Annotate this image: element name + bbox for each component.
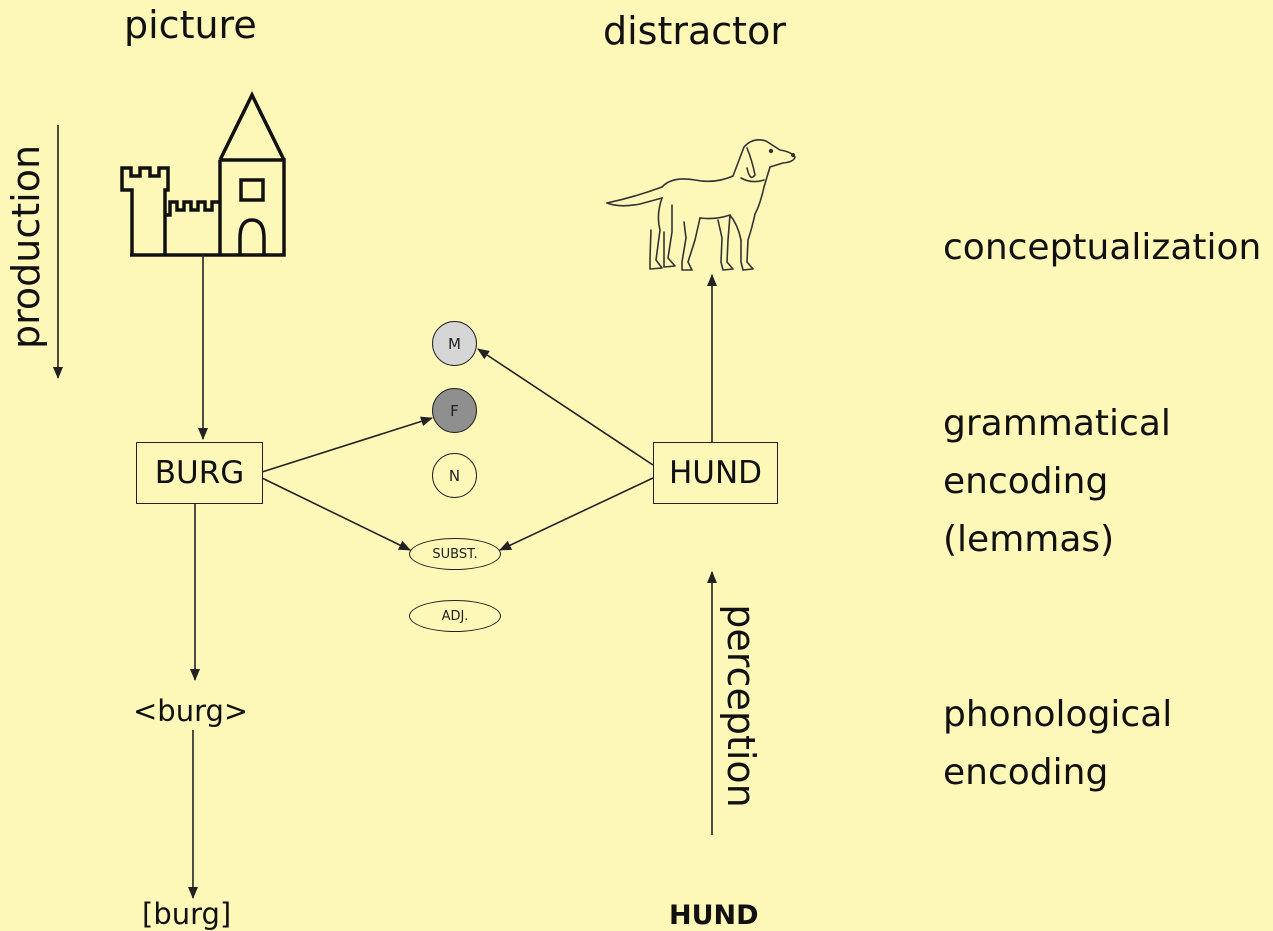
lemma-label-burg: BURG	[154, 455, 245, 491]
gender-node-m-label: M	[448, 334, 461, 353]
stage-phonological-line-1: phonological	[943, 694, 1173, 735]
perception-label: perception	[719, 604, 763, 808]
picture-header: picture	[124, 3, 257, 47]
stage-conceptualization: conceptualization	[943, 227, 1262, 268]
gender-node-m: M	[432, 321, 477, 366]
dog-icon	[606, 139, 796, 271]
gender-node-f: F	[432, 388, 477, 433]
lemma-box-hund: HUND	[653, 442, 778, 504]
gender-node-f-label: F	[450, 401, 459, 420]
stage-phonological-line-2: encoding	[943, 752, 1109, 793]
category-node-adjective: ADJ.	[409, 600, 501, 632]
articulated-form-burg: [burg]	[142, 897, 232, 931]
production-label: production	[4, 144, 48, 350]
phonological-form-burg: <burg>	[133, 694, 249, 728]
gender-node-n-label: N	[448, 466, 461, 485]
distractor-header: distractor	[603, 9, 786, 53]
category-node-noun-label: SUBST.	[432, 546, 478, 562]
category-node-noun: SUBST.	[409, 538, 501, 570]
stage-grammatical-line-2: encoding	[943, 461, 1109, 502]
stage-grammatical-line-3: (lemmas)	[943, 519, 1115, 560]
lemma-label-hund: HUND	[668, 455, 763, 491]
gender-node-n: N	[432, 453, 477, 498]
lemma-box-burg: BURG	[136, 442, 263, 504]
stage-grammatical-line-1: grammatical	[943, 403, 1171, 444]
category-node-adjective-label: ADJ.	[441, 608, 469, 624]
distractor-word-input: HUND	[669, 900, 759, 931]
castle-icon	[120, 91, 286, 257]
